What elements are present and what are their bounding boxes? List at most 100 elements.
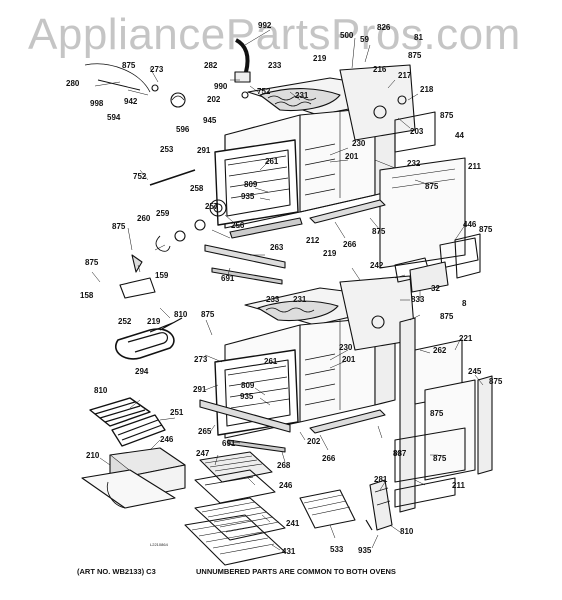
part-label: 752: [133, 172, 147, 181]
part-label: 252: [118, 317, 132, 326]
part-label: 202: [207, 95, 221, 104]
part-label: 291: [193, 385, 207, 394]
part-label: 266: [343, 240, 357, 249]
part-label: 201: [342, 355, 356, 364]
broiler-pan-247: [194, 451, 276, 504]
part-label: 833: [411, 295, 425, 304]
part-label: 211: [468, 162, 481, 171]
part-label: 217: [398, 71, 412, 80]
part-label: 219: [147, 317, 161, 326]
part-label: 159: [155, 271, 169, 280]
rail-263: [204, 244, 286, 269]
part-label: 935: [240, 392, 254, 401]
part-label: 211: [452, 481, 465, 490]
part-label: 291: [197, 146, 211, 155]
part-label: 266: [322, 454, 336, 463]
part-label: 875: [85, 258, 99, 267]
watermark: AppliancePartsPros.com: [28, 10, 521, 59]
diagram-code: L2210864: [150, 542, 168, 547]
part-label: 826: [377, 23, 391, 32]
part-label: 242: [370, 261, 384, 270]
part-label: 875: [430, 409, 444, 418]
art-number: (ART NO. WB2133) C3: [77, 567, 156, 576]
part-label: 259: [156, 209, 170, 218]
part-label: 281: [374, 475, 388, 484]
part-label: 221: [459, 334, 473, 343]
part-label: 875: [440, 111, 454, 120]
upper-back-panel: [339, 64, 436, 153]
part-label: 32: [431, 284, 440, 293]
part-label: 201: [345, 152, 359, 161]
part-label: 59: [360, 35, 369, 44]
part-label: 210: [86, 451, 100, 460]
part-label: 247: [196, 449, 210, 458]
part-label: 258: [190, 184, 204, 193]
part-label: 596: [176, 125, 190, 134]
part-label: 875: [440, 312, 454, 321]
part-label: 256: [231, 221, 245, 230]
rail-265: [199, 399, 291, 433]
part-label: 251: [170, 408, 184, 417]
part-label: 945: [203, 116, 217, 125]
lower-back-panel: [339, 257, 449, 351]
part-label: 875: [408, 51, 422, 60]
part-label: 261: [265, 157, 279, 166]
footer-note: UNNUMBERED PARTS ARE COMMON TO BOTH OVEN…: [196, 567, 396, 576]
part-label: 810: [94, 386, 108, 395]
part-label: 260: [137, 214, 151, 223]
part-label: 294: [135, 367, 149, 376]
part-label: 875: [201, 310, 215, 319]
bake-element-252: [115, 317, 183, 360]
part-label: 990: [214, 82, 228, 91]
part-label: 158: [80, 291, 94, 300]
oven-rack-533: [299, 489, 356, 529]
part-label: 594: [107, 113, 121, 122]
part-label: 942: [124, 97, 138, 106]
part-label: 81: [414, 33, 423, 42]
part-label: 265: [198, 427, 212, 436]
part-label: 233: [268, 61, 282, 70]
part-label: 533: [330, 545, 344, 554]
part-label: 273: [150, 65, 164, 74]
part-label: 230: [339, 343, 353, 352]
part-label: 232: [407, 159, 421, 168]
part-label: 500: [340, 31, 354, 40]
part-label: 219: [313, 54, 327, 63]
part-label: 809: [241, 381, 255, 390]
part-label: 218: [420, 85, 434, 94]
part-label: 691: [222, 439, 236, 448]
part-label: 230: [352, 139, 366, 148]
broiler-pan-246: [81, 447, 186, 509]
part-label: 810: [174, 310, 188, 319]
part-label: 44: [455, 131, 464, 140]
part-label: 203: [410, 127, 424, 136]
part-label: 282: [204, 61, 218, 70]
part-label: 261: [264, 357, 278, 366]
part-label: 231: [293, 295, 307, 304]
lower-trim-266: [309, 409, 386, 434]
part-label: 8: [462, 299, 467, 308]
part-label: 691: [221, 274, 235, 283]
part-label: 273: [194, 355, 208, 364]
part-label: 202: [307, 437, 321, 446]
part-label: 257: [205, 202, 219, 211]
part-label: 246: [279, 481, 293, 490]
part-label: 875: [425, 182, 439, 191]
part-label: 810: [400, 527, 414, 536]
part-label: 233: [266, 295, 280, 304]
part-label: 875: [372, 227, 386, 236]
part-label: 245: [468, 367, 482, 376]
part-label: 809: [244, 180, 258, 189]
rail-691-upper: [211, 267, 283, 285]
part-label: 752: [257, 87, 271, 96]
part-label: 268: [277, 461, 291, 470]
part-label: 241: [286, 519, 300, 528]
part-label: 262: [433, 346, 447, 355]
part-label: 216: [373, 65, 387, 74]
upper-oven-front-frame: [214, 139, 299, 226]
part-label: 935: [241, 192, 255, 201]
part-label: 219: [323, 249, 337, 258]
upper-trim-266: [309, 199, 386, 224]
part-label: 992: [258, 21, 272, 30]
